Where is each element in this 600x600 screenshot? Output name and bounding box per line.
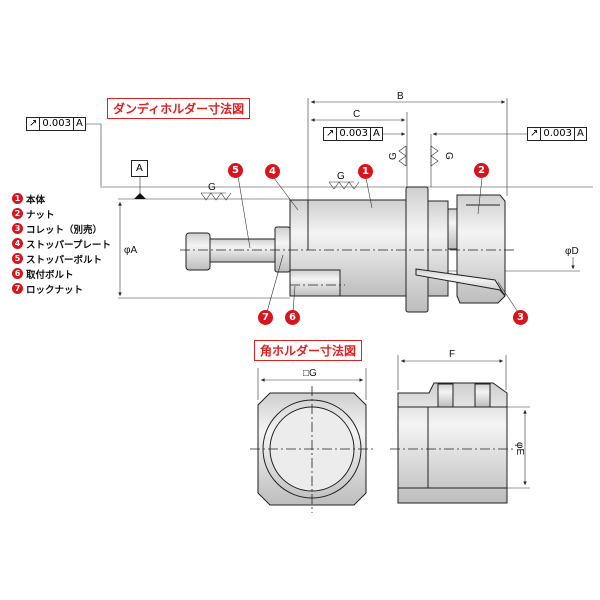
dim-square-G: □G (303, 368, 317, 379)
collet (415, 268, 506, 297)
square-holder-side-view (390, 355, 530, 504)
svg-text:G: G (337, 171, 345, 182)
square-holder-title: 角ホルダー寸法図 (254, 340, 363, 361)
reference-lines (84, 123, 593, 299)
body-neck (427, 200, 449, 297)
dim-phiA: φA (124, 245, 137, 256)
callout-5-stopper-bolt: 5 (228, 163, 243, 178)
mounting-bolt-area (289, 269, 341, 297)
lock-nut (274, 226, 291, 273)
dim-C: C (353, 109, 360, 120)
stopper-bolt-head (185, 232, 211, 271)
callout-2-nut: 2 (474, 163, 489, 178)
surface-finish-symbols: G G G G (200, 145, 454, 201)
callout-3-collet: 3 (513, 310, 528, 325)
svg-text:G: G (208, 182, 216, 193)
dim-B: B (397, 91, 404, 102)
callout-7-lock-nut: 7 (258, 310, 273, 325)
dandy-holder-title: ダンディホルダー寸法図 (107, 98, 251, 119)
callout-1-body: 1 (358, 164, 373, 179)
dandy-holder-assembly (180, 186, 515, 313)
callout-6-mounting-bolt: 6 (285, 310, 300, 325)
svg-text:G: G (388, 152, 399, 160)
stopper-bolt-shank (209, 238, 277, 263)
datum-A-box: A (131, 160, 148, 177)
callout-4-stopper-plate: 4 (265, 164, 280, 179)
dim-phiE: φE (514, 442, 525, 455)
svg-text:G: G (443, 152, 454, 160)
square-holder-front-view (250, 368, 375, 513)
dim-F: F (449, 349, 455, 360)
body-flange (405, 186, 429, 313)
leader-lines (237, 175, 519, 313)
dim-phiD: φD (565, 246, 579, 257)
